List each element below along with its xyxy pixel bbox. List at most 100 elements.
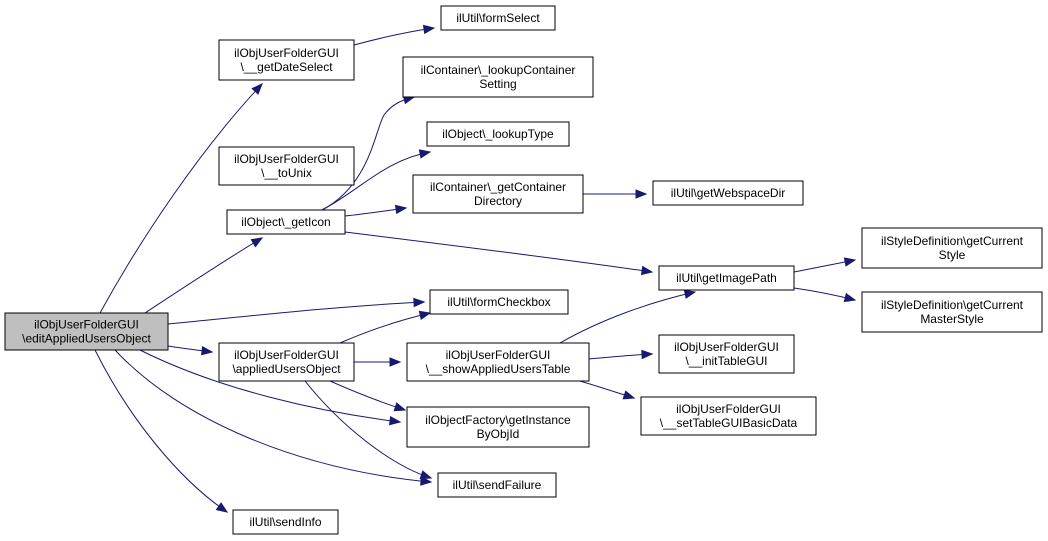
edge-auo-to-chk (339, 310, 432, 344)
node-box (406, 342, 590, 382)
edge-show-to-basic (579, 380, 636, 400)
edge-line (344, 231, 653, 273)
node-box (861, 291, 1043, 333)
node-box (218, 342, 355, 382)
edge-line (329, 380, 406, 411)
node-init[interactable]: ilObjUserFolderGUI\__initTableGUI (658, 334, 795, 374)
edge-icon-to-gcd (344, 204, 408, 217)
node-label-line: ilObjectFactory\getInstance (425, 413, 571, 427)
node-fsel[interactable]: ilUtil\formSelect (440, 5, 556, 31)
edge-line (114, 349, 432, 483)
edge-auo-to-show (353, 357, 402, 367)
edge-gcd-to-web (582, 189, 648, 199)
node-info[interactable]: ilUtil\sendInfo (232, 509, 339, 535)
edge-root-to-auo (167, 345, 214, 356)
node-img[interactable]: ilUtil\getImagePath (658, 265, 795, 291)
node-box (429, 289, 569, 315)
node-label-line: \editAppliedUsersObject (22, 332, 151, 346)
node-label-line: ilUtil\formSelect (456, 11, 540, 25)
node-label-line: \__setTableGUIBasicData (660, 416, 798, 430)
edge-arrowhead (843, 257, 857, 267)
node-label-line: ilContainer\_lookupContainer (421, 63, 576, 77)
node-label-line: ilStyleDefinition\getCurrent (881, 234, 1024, 248)
node-label-line: ilContainer\_getContainer (430, 180, 566, 194)
edge-arrowhead (418, 310, 432, 321)
edge-arrowhead (393, 402, 407, 412)
edge-arrowhead (388, 415, 402, 426)
edge-arrowhead (389, 357, 402, 367)
node-label-line: ilObject\_getIcon (241, 215, 330, 229)
node-label-line: ilObjUserFolderGUI (676, 402, 781, 416)
node-label-line: ilObjUserFolderGUI (34, 318, 139, 332)
edge-arrowhead (640, 265, 654, 276)
node-basic[interactable]: ilObjUserFolderGUI\__setTableGUIBasicDat… (640, 396, 817, 436)
edge-root-to-fail (114, 349, 433, 486)
edge-root-to-fact (139, 349, 402, 426)
edge-date-to-fsel (353, 24, 436, 46)
node-label-line: ilObjUserFolderGUI (234, 46, 339, 60)
node-label-line: ilStyleDefinition\getCurrent (881, 298, 1024, 312)
node-web[interactable]: ilUtil\getWebspaceDir (652, 180, 804, 206)
edge-line (144, 237, 263, 314)
node-box (861, 227, 1043, 269)
edge-arrowhead (419, 470, 433, 480)
node-icon[interactable]: ilObject\_getIcon (226, 209, 346, 235)
node-date[interactable]: ilObjUserFolderGUI\__getDateSelect (218, 39, 355, 81)
node-ltype[interactable]: ilObject\_lookupType (426, 121, 570, 147)
node-fail[interactable]: ilUtil\sendFailure (437, 472, 557, 498)
edge-root-to-chk (167, 297, 426, 325)
edge-arrowhead (215, 502, 229, 513)
node-show[interactable]: ilObjUserFolderGUI\__showAppliedUsersTab… (406, 342, 590, 382)
edge-auo-to-fail (304, 380, 433, 480)
node-label-line: \__showAppliedUsersTable (426, 362, 571, 376)
node-box (640, 396, 817, 436)
node-box (658, 265, 795, 291)
node-label-line: ilObjUserFolderGUI (446, 348, 551, 362)
node-box (652, 180, 804, 206)
node-label-line: \appliedUsersObject (232, 362, 341, 376)
edge-auo-to-fact (329, 380, 407, 412)
node-root[interactable]: ilObjUserFolderGUI\editAppliedUsersObjec… (4, 312, 169, 351)
edge-icon-to-img (344, 231, 654, 276)
edge-arrowhead (641, 349, 654, 360)
edge-arrowhead (622, 390, 636, 400)
node-label-line: ilUtil\formCheckbox (447, 295, 550, 309)
node-label-line: ilObject\_lookupType (442, 127, 554, 141)
edges-layer (94, 24, 857, 513)
node-label-line: ilObjUserFolderGUI (234, 152, 339, 166)
node-label-line: ilUtil\getWebspaceDir (671, 186, 786, 200)
node-label-line: MasterStyle (920, 312, 984, 326)
node-unix[interactable]: ilObjUserFolderGUI\__toUnix (218, 146, 355, 186)
edge-show-to-img (559, 289, 697, 344)
node-label-line: ByObjId (477, 427, 520, 441)
node-label-line: ilUtil\sendInfo (249, 515, 321, 529)
edge-icon-to-ltype (321, 149, 432, 211)
node-auo[interactable]: ilObjUserFolderGUI\appliedUsersObject (218, 342, 355, 382)
node-label-line: Directory (474, 194, 522, 208)
node-box (226, 209, 346, 235)
node-box (658, 334, 795, 374)
node-label-line: \__getDateSelect (240, 60, 333, 74)
edge-arrowhead (843, 292, 857, 303)
edge-arrowhead (635, 189, 648, 199)
node-chk[interactable]: ilUtil\formCheckbox (429, 289, 569, 315)
edge-line (339, 312, 431, 344)
edge-arrowhead (413, 297, 426, 308)
edge-show-to-init (588, 349, 654, 360)
node-label-line: Style (939, 248, 966, 262)
edge-arrowhead (418, 149, 432, 159)
edge-img-to-style (793, 257, 857, 273)
edge-arrowhead (200, 345, 214, 356)
node-box (412, 174, 584, 214)
node-label-line: \__toUnix (261, 166, 312, 180)
edge-line (139, 349, 401, 423)
edge-line (94, 349, 228, 513)
node-box (4, 312, 169, 351)
edge-arrowhead (394, 204, 408, 215)
